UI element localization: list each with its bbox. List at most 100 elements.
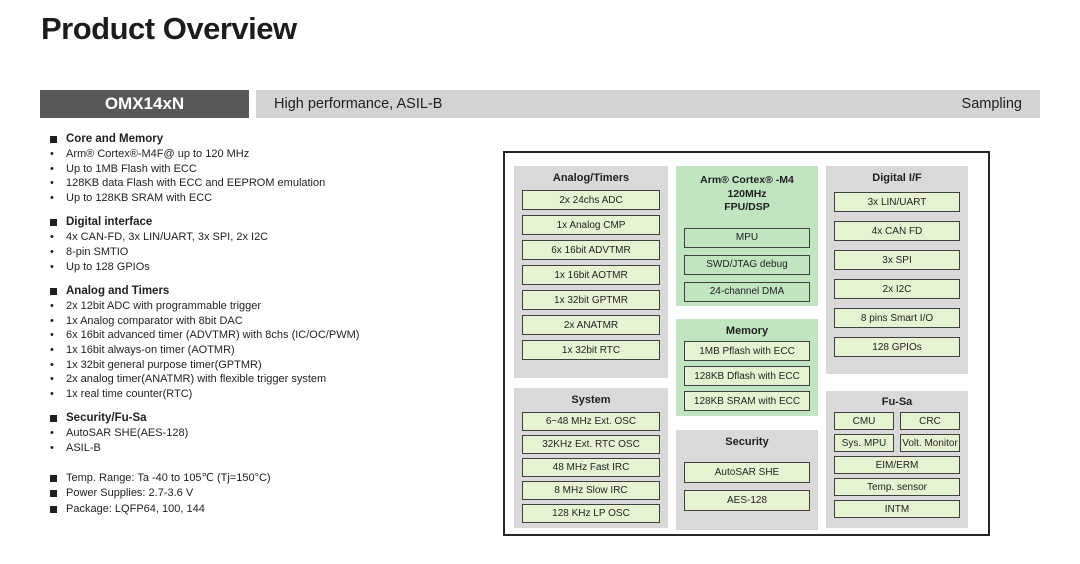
- diagram-column-left: Analog/Timers 2x 24chs ADC 1x Analog CMP…: [514, 166, 668, 534]
- bullet-text: AutoSAR SHE(AES-128): [66, 427, 189, 440]
- cortex-fpu-dsp: FPU/DSP: [724, 201, 770, 213]
- diagram-box-can-fd: 4x CAN FD: [834, 221, 960, 241]
- diagram-box-autosar-she: AutoSAR SHE: [684, 462, 810, 483]
- section-title: Security/Fu-Sa: [66, 412, 147, 425]
- diagram-box-advtmr: 6x 16bit ADVTMR: [522, 240, 660, 260]
- panel-title: Analog/Timers: [552, 172, 630, 184]
- feature-section-core-memory: Core and Memory •Arm® Cortex®-M4F@ up to…: [42, 133, 497, 205]
- panel-title: Memory: [725, 325, 769, 337]
- dot-bullet-icon: •: [50, 148, 54, 160]
- bullet-text: ASIL-B: [66, 441, 101, 454]
- bullet-text: 128KB data Flash with ECC and EEPROM emu…: [66, 177, 326, 190]
- dot-bullet-icon: •: [50, 191, 54, 204]
- dot-bullet-icon: •: [50, 373, 54, 386]
- panel-system: System 6~48 MHz Ext. OSC 32KHz Ext. RTC …: [514, 388, 668, 528]
- panel-title: Security: [725, 436, 769, 448]
- dot-bullet-icon: •: [50, 300, 54, 313]
- dot-bullet-icon: •: [50, 314, 54, 327]
- diagram-box-rtc-osc: 32KHz Ext. RTC OSC: [522, 435, 660, 454]
- bullet-text: Up to 128KB SRAM with ECC: [66, 191, 213, 204]
- spec-package: Package: LQFP64, 100, 144: [50, 502, 497, 518]
- section-title: Core and Memory: [66, 133, 164, 145]
- diagram-box-gptmr: 1x 32bit GPTMR: [522, 290, 660, 310]
- panel-title: Fu-Sa: [881, 396, 913, 408]
- bullet-text: 4x CAN-FD, 3x LIN/UART, 3x SPI, 2x I2C: [66, 231, 269, 244]
- feature-list: Core and Memory •Arm® Cortex®-M4F@ up to…: [42, 133, 497, 517]
- square-bullet-icon: [50, 414, 57, 422]
- section-header: Security/Fu-Sa: [50, 412, 497, 424]
- panel-fusa: Fu-Sa CMU CRC Sys. MPU Volt. Monitor EIM…: [826, 391, 968, 528]
- square-bullet-icon: [50, 287, 57, 295]
- dot-bullet-icon: •: [50, 358, 54, 371]
- panel-cortex-m4: Arm® Cortex® -M4 120MHz FPU/DSP MPU SWD/…: [676, 166, 818, 306]
- bullet-text: 8-pin SMTIO: [66, 245, 129, 258]
- feature-section-analog-timers: Analog and Timers • 2x 12bit ADC with pro…: [42, 285, 497, 401]
- section-title: Digital interface: [66, 216, 153, 229]
- dot-bullet-icon: •: [50, 177, 54, 190]
- dot-bullet-icon: •: [50, 387, 54, 400]
- feature-section-digital-interface: Digital interface •4x CAN-FD, 3x LIN/UAR…: [42, 216, 497, 274]
- bullet-item: •6x 16bit advanced timer (ADVTMR) with 8…: [50, 328, 497, 343]
- bullet-item: •8-pin SMTIO: [50, 245, 497, 260]
- diagram-box-i2c: 2x I2C: [834, 279, 960, 299]
- diagram-box-lp-osc: 128 KHz LP OSC: [522, 504, 660, 523]
- spec-power-supplies: Power Supplies: 2.7-3.6 V: [50, 486, 497, 502]
- bullet-text: 1x 32bit general purpose timer(GPTMR): [66, 358, 262, 371]
- dot-bullet-icon: •: [50, 329, 54, 342]
- diagram-box-crc: CRC: [900, 412, 960, 430]
- diagram-box-sys-mpu: Sys. MPU: [834, 434, 894, 452]
- diagram-column-center: Arm® Cortex® -M4 120MHz FPU/DSP MPU SWD/…: [676, 166, 818, 534]
- diagram-box-analog-cmp: 1x Analog CMP: [522, 215, 660, 235]
- diagram-box-lin-uart: 3x LIN/UART: [834, 192, 960, 212]
- panel-title: Digital I/F: [872, 172, 922, 184]
- panel-digital-if: Digital I/F 3x LIN/UART 4x CAN FD 3x SPI…: [826, 166, 968, 374]
- panel-security: Security AutoSAR SHE AES-128: [676, 430, 818, 530]
- bullet-text: 1x 16bit always-on timer (AOTMR): [66, 343, 235, 356]
- diagram-box-gpios: 128 GPIOs: [834, 337, 960, 357]
- panel-memory: Memory 1MB Pflash with ECC 128KB Dflash …: [676, 319, 818, 416]
- bullet-item: • 128KB data Flash with ECC and EEPROM em…: [50, 176, 497, 191]
- feature-section-security-fusa: Security/Fu-Sa • AutoSAR SHE(AES-128) •AS…: [42, 412, 497, 455]
- diagram-box-dma: 24-channel DMA: [684, 281, 810, 302]
- diagram-box-sram: 128KB SRAM with ECC: [684, 391, 810, 411]
- section-header: Analog and Timers: [50, 285, 497, 297]
- bullet-text: 2x 12bit ADC with programmable trigger: [66, 300, 262, 313]
- cortex-title: Arm® Cortex® -M4 120MHz FPU/DSP: [676, 166, 818, 215]
- sampling-status: Sampling: [961, 96, 1022, 112]
- diagram-box-dflash: 128KB Dflash with ECC: [684, 366, 810, 386]
- bullet-item: •4x CAN-FD, 3x LIN/UART, 3x SPI, 2x I2C: [50, 230, 497, 245]
- product-tagline-bar: High performance, ASIL-B Sampling: [256, 90, 1040, 118]
- diagram-box-rtc: 1x 32bit RTC: [522, 340, 660, 360]
- product-model-badge: OMX14xN: [40, 90, 249, 118]
- bullet-item: • AutoSAR SHE(AES-128): [50, 426, 497, 441]
- diagram-box-volt-monitor: Volt. Monitor: [900, 434, 960, 452]
- bullet-item: •Up to 1MB Flash with ECC: [50, 162, 497, 177]
- dot-bullet-icon: •: [50, 343, 54, 356]
- diagram-box-swd-jtag: SWD/JTAG debug: [684, 254, 810, 275]
- diagram-box-mpu: MPU: [684, 227, 810, 248]
- bullet-item: •Arm® Cortex®-M4F@ up to 120 MHz: [50, 147, 497, 162]
- product-banner: OMX14xN High performance, ASIL-B Samplin…: [40, 90, 1040, 118]
- bullet-item: •1x Analog comparator with 8bit DAC: [50, 314, 497, 329]
- diagram-box-slow-irc: 8 MHz Slow IRC: [522, 481, 660, 500]
- dot-bullet-icon: •: [50, 427, 54, 440]
- bullet-item: • Up to 128 GPIOs: [50, 260, 497, 275]
- square-bullet-icon: [50, 218, 57, 226]
- diagram-box-aes128: AES-128: [684, 490, 810, 511]
- diagram-box-anatmr: 2x ANATMR: [522, 315, 660, 335]
- fusa-grid: CMU CRC Sys. MPU Volt. Monitor: [834, 412, 960, 452]
- diagram-column-right: Digital I/F 3x LIN/UART 4x CAN FD 3x SPI…: [826, 166, 968, 534]
- bullet-item: •1x real time counter(RTC): [50, 387, 497, 402]
- cortex-name: Arm® Cortex® -M4: [700, 174, 794, 186]
- bullet-text: 2x analog timer(ANATMR) with flexible tr…: [66, 373, 327, 386]
- square-bullet-icon: [50, 474, 57, 482]
- diagram-box-cmu: CMU: [834, 412, 894, 430]
- diagram-box-adc: 2x 24chs ADC: [522, 190, 660, 210]
- bullet-item: •ASIL-B: [50, 441, 497, 456]
- dot-bullet-icon: •: [50, 260, 54, 273]
- diagram-box-intm: INTM: [834, 500, 960, 518]
- bullet-item: • 1x 32bit general purpose timer(GPTMR): [50, 358, 497, 373]
- bullet-item: • 2x 12bit ADC with programmable trigger: [50, 299, 497, 314]
- bullet-text: Up to 128 GPIOs: [66, 260, 150, 273]
- diagram-box-pflash: 1MB Pflash with ECC: [684, 341, 810, 361]
